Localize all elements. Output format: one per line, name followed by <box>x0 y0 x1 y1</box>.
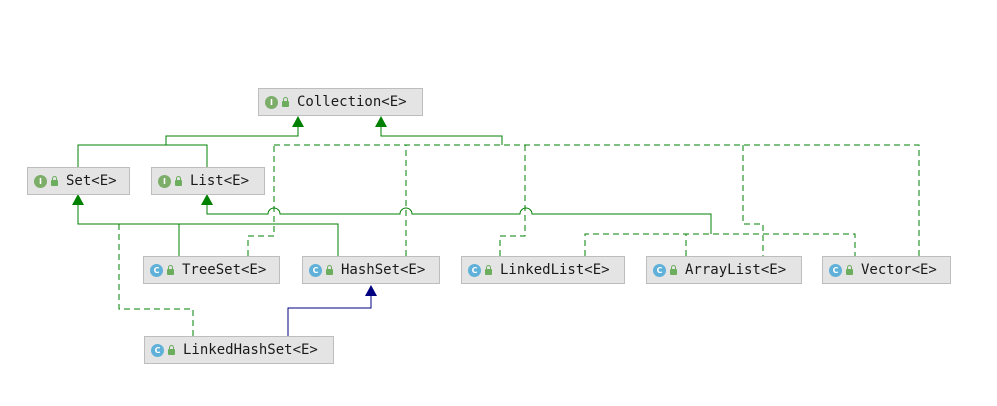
collection-interface-node[interactable]: I Collection<E> <box>258 88 423 116</box>
public-lock-icon <box>485 264 492 275</box>
node-label: Vector<E> <box>861 262 937 278</box>
edge-set-to-collection <box>77 126 299 167</box>
edge-lists-to-list <box>206 204 712 234</box>
linkedlist-class-node[interactable]: C LinkedList<E> <box>461 256 625 284</box>
class-icon: C <box>829 263 842 277</box>
arrow-to-set <box>72 194 84 205</box>
public-lock-icon <box>175 175 182 186</box>
node-label: LinkedList<E> <box>500 262 610 278</box>
extends-arrowheads <box>72 116 387 205</box>
node-label: HashSet<E> <box>341 262 426 278</box>
treeset-class-node[interactable]: C TreeSet<E> <box>143 256 280 284</box>
dashed-linkedhashset-to-set <box>118 224 194 336</box>
edge-list-to-collection <box>166 144 208 167</box>
dashed-linkedlist-up <box>499 145 526 256</box>
dashed-arraylist-up <box>584 233 856 256</box>
class-icon: C <box>309 263 322 277</box>
edge-collection-right-trunk <box>380 126 503 145</box>
hashset-class-node[interactable]: C HashSet<E> <box>302 256 440 284</box>
extends-edges <box>77 126 712 256</box>
interface-icon: I <box>158 174 171 188</box>
dashed-treeset-up <box>247 145 275 256</box>
public-lock-icon <box>168 344 175 355</box>
public-lock-icon <box>51 175 58 186</box>
edge-sets-to-set <box>77 205 339 256</box>
dashed-vector-branch <box>742 145 764 256</box>
public-lock-icon <box>326 264 333 275</box>
arraylist-class-node[interactable]: C ArrayList<E> <box>646 256 802 284</box>
public-lock-icon <box>167 264 174 275</box>
public-lock-icon <box>282 96 289 107</box>
edge-linkedhashset-to-hashset <box>287 295 372 336</box>
class-icon: C <box>653 263 666 277</box>
node-label: Collection<E> <box>297 94 407 110</box>
class-icon: C <box>151 343 164 357</box>
arrow-to-collection-left <box>292 116 304 127</box>
class-extends-edge <box>287 285 377 336</box>
interface-icon: I <box>265 95 278 109</box>
public-lock-icon <box>670 264 677 275</box>
set-interface-node[interactable]: I Set<E> <box>27 167 130 195</box>
dashed-top-bus <box>274 144 920 256</box>
interface-icon: I <box>34 174 47 188</box>
node-label: List<E> <box>190 173 250 189</box>
class-icon: C <box>468 263 481 277</box>
list-interface-node[interactable]: I List<E> <box>151 167 265 195</box>
linkedhashset-class-node[interactable]: C LinkedHashSet<E> <box>144 336 334 364</box>
arrow-to-hashset <box>365 285 377 296</box>
node-label: LinkedHashSet<E> <box>183 342 318 358</box>
vector-class-node[interactable]: C Vector<E> <box>822 256 951 284</box>
implements-edges <box>118 144 920 336</box>
arrow-to-list <box>201 194 213 205</box>
node-label: ArrayList<E> <box>685 262 787 278</box>
public-lock-icon <box>846 264 853 275</box>
arrow-to-collection-right <box>375 116 387 127</box>
node-label: Set<E> <box>66 173 117 189</box>
node-label: TreeSet<E> <box>182 262 267 278</box>
class-icon: C <box>150 263 163 277</box>
